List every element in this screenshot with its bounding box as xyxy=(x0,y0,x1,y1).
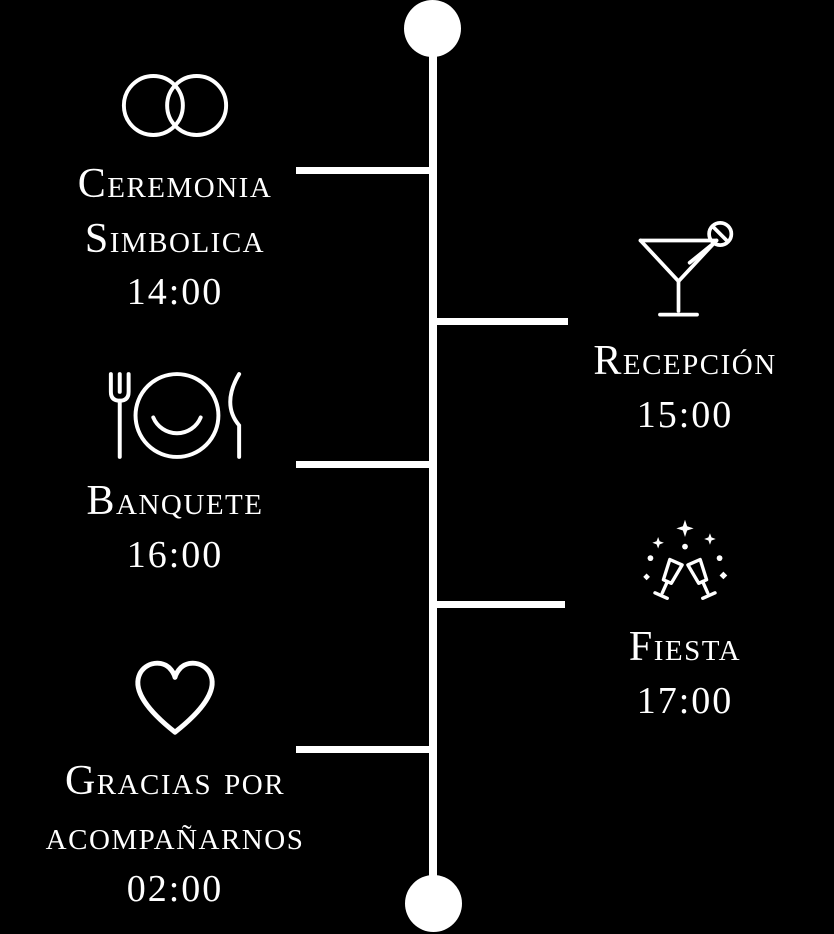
event-time: 17:00 xyxy=(636,679,734,722)
timeline-end-dot xyxy=(405,875,462,932)
event-time: 16:00 xyxy=(126,533,224,576)
event-ceremonia: Ceremonia Simbolica 14:00 xyxy=(15,72,335,314)
event-time: 02:00 xyxy=(126,868,224,911)
heart-icon xyxy=(135,660,215,735)
event-time: 15:00 xyxy=(636,393,734,436)
event-title-line: Simbolica xyxy=(84,215,266,262)
connector-recepcion xyxy=(433,318,568,325)
connector-fiesta xyxy=(433,601,565,608)
event-gracias: Gracias por acompañarnos 02:00 xyxy=(15,650,335,911)
event-time: 14:00 xyxy=(126,271,224,314)
timeline-start-dot xyxy=(404,0,461,57)
connector-gracias xyxy=(296,746,433,753)
event-title-line: Recepción xyxy=(593,338,777,384)
party-cheers-icon xyxy=(643,519,728,600)
event-title-line: Banquete xyxy=(86,478,264,524)
event-title-line: acompañarnos xyxy=(45,812,305,859)
wedding-rings-icon xyxy=(121,74,229,137)
connector-banquete xyxy=(296,461,433,468)
timeline-axis xyxy=(429,27,437,905)
cocktail-icon xyxy=(638,221,734,317)
event-title-line: Gracias por xyxy=(64,758,286,804)
event-title-line: Ceremonia xyxy=(77,161,273,207)
event-fiesta: Fiesta 17:00 xyxy=(535,512,834,723)
connector-ceremonia xyxy=(296,167,433,174)
event-recepcion: Recepción 15:00 xyxy=(535,220,834,437)
event-title-line: Fiesta xyxy=(628,624,742,670)
dinner-plate-icon xyxy=(108,372,242,459)
event-banquete: Banquete 16:00 xyxy=(15,368,335,577)
